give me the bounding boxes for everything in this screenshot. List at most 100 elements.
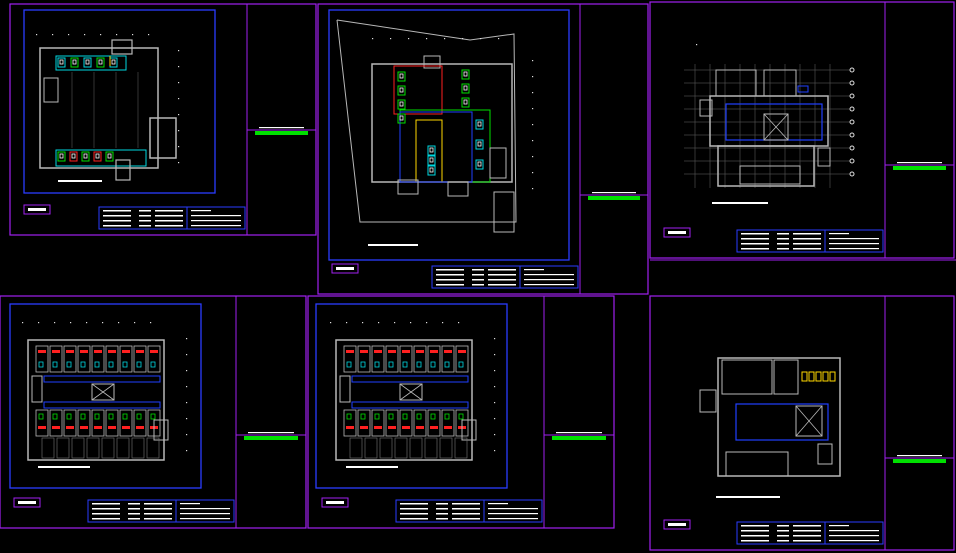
tb-text bbox=[472, 274, 484, 276]
grid-dot bbox=[480, 38, 482, 40]
title-table-right bbox=[519, 265, 579, 289]
grid-dot bbox=[68, 34, 70, 36]
ramp bbox=[739, 165, 801, 185]
stair bbox=[153, 419, 169, 441]
tb-text bbox=[400, 513, 428, 515]
x2 bbox=[91, 383, 115, 401]
tb-text bbox=[472, 279, 484, 281]
title-block-icon bbox=[431, 265, 579, 289]
room-top bbox=[399, 345, 413, 373]
elevator bbox=[399, 383, 423, 401]
tb-text bbox=[488, 508, 538, 510]
fixture bbox=[83, 57, 92, 68]
bath bbox=[402, 413, 408, 420]
tb-text bbox=[741, 525, 769, 527]
room-top bbox=[105, 345, 119, 373]
tb-text bbox=[488, 279, 516, 281]
bath bbox=[374, 361, 380, 368]
title-block-icon bbox=[87, 499, 235, 523]
sheet-3[interactable] bbox=[649, 1, 955, 259]
grid-dot bbox=[84, 34, 86, 36]
tb-text bbox=[524, 284, 574, 286]
fixture bbox=[427, 155, 436, 166]
tb-text bbox=[436, 513, 448, 515]
bath bbox=[360, 361, 366, 368]
tb-text bbox=[436, 279, 464, 281]
grid-dot bbox=[462, 38, 464, 40]
room bbox=[721, 359, 773, 395]
tb-text bbox=[103, 215, 131, 217]
title-green-bar bbox=[893, 459, 946, 463]
fixture bbox=[397, 99, 406, 110]
bath bbox=[388, 413, 394, 420]
grid-dot bbox=[532, 108, 534, 110]
fixture-detail bbox=[477, 121, 482, 127]
title-green-bar bbox=[552, 436, 606, 440]
grid-dot bbox=[118, 322, 120, 324]
bed-top bbox=[444, 350, 452, 353]
room bbox=[763, 69, 797, 97]
stair bbox=[699, 389, 717, 413]
bath bbox=[38, 361, 44, 368]
label-tag-text bbox=[336, 267, 354, 270]
room-top bbox=[343, 345, 357, 373]
tb-text bbox=[436, 518, 448, 520]
tb-text bbox=[139, 215, 151, 217]
grid-bubble bbox=[849, 106, 855, 112]
label-tag-text bbox=[28, 208, 46, 211]
balcony bbox=[439, 437, 453, 459]
room-top bbox=[91, 345, 105, 373]
title-table-right bbox=[824, 229, 884, 253]
room-bottom bbox=[49, 409, 63, 437]
grid-bubble bbox=[849, 119, 855, 125]
tb-text bbox=[793, 243, 821, 245]
title-block-icon bbox=[736, 229, 884, 253]
room-top bbox=[63, 345, 77, 373]
bed-bottom bbox=[388, 426, 396, 429]
room-bottom bbox=[413, 409, 427, 437]
balcony bbox=[101, 437, 115, 459]
tb-text bbox=[436, 503, 448, 505]
fixture bbox=[57, 151, 66, 162]
bath bbox=[52, 361, 58, 368]
fixture-detail bbox=[429, 167, 434, 173]
tb-text bbox=[488, 284, 516, 286]
bed-top bbox=[122, 350, 130, 353]
room-top bbox=[147, 345, 161, 373]
bed-top bbox=[80, 350, 88, 353]
balcony bbox=[409, 437, 423, 459]
fixture-yellow bbox=[801, 371, 808, 382]
room-bottom bbox=[441, 409, 455, 437]
fixture bbox=[105, 151, 114, 162]
fixture-detail bbox=[111, 59, 116, 65]
bath bbox=[444, 361, 450, 368]
tb-text bbox=[777, 525, 789, 527]
sheet-1[interactable] bbox=[9, 3, 317, 236]
sheet-2[interactable] bbox=[317, 3, 649, 295]
label-tag-icon bbox=[321, 497, 349, 508]
stair bbox=[817, 147, 831, 167]
sheet-4[interactable] bbox=[0, 295, 307, 529]
bath bbox=[80, 413, 86, 420]
viewport bbox=[23, 9, 216, 194]
bath bbox=[80, 361, 86, 368]
sheet-5[interactable] bbox=[307, 295, 615, 529]
tb-text bbox=[155, 225, 183, 227]
grid-dot bbox=[494, 418, 496, 420]
sheet-6[interactable] bbox=[649, 295, 955, 551]
core bbox=[489, 147, 507, 179]
fixture-detail bbox=[72, 59, 77, 65]
x2 bbox=[399, 383, 423, 401]
tb-text bbox=[155, 215, 183, 217]
plan-caption bbox=[368, 244, 418, 246]
tb-text bbox=[829, 233, 849, 235]
room-bottom bbox=[385, 409, 399, 437]
label-tag-icon bbox=[13, 497, 41, 508]
bed-top bbox=[66, 350, 74, 353]
grid-dot bbox=[186, 434, 188, 436]
elevator bbox=[763, 113, 789, 141]
room-bottom bbox=[371, 409, 385, 437]
stair bbox=[111, 39, 133, 55]
grid-dot bbox=[458, 322, 460, 324]
